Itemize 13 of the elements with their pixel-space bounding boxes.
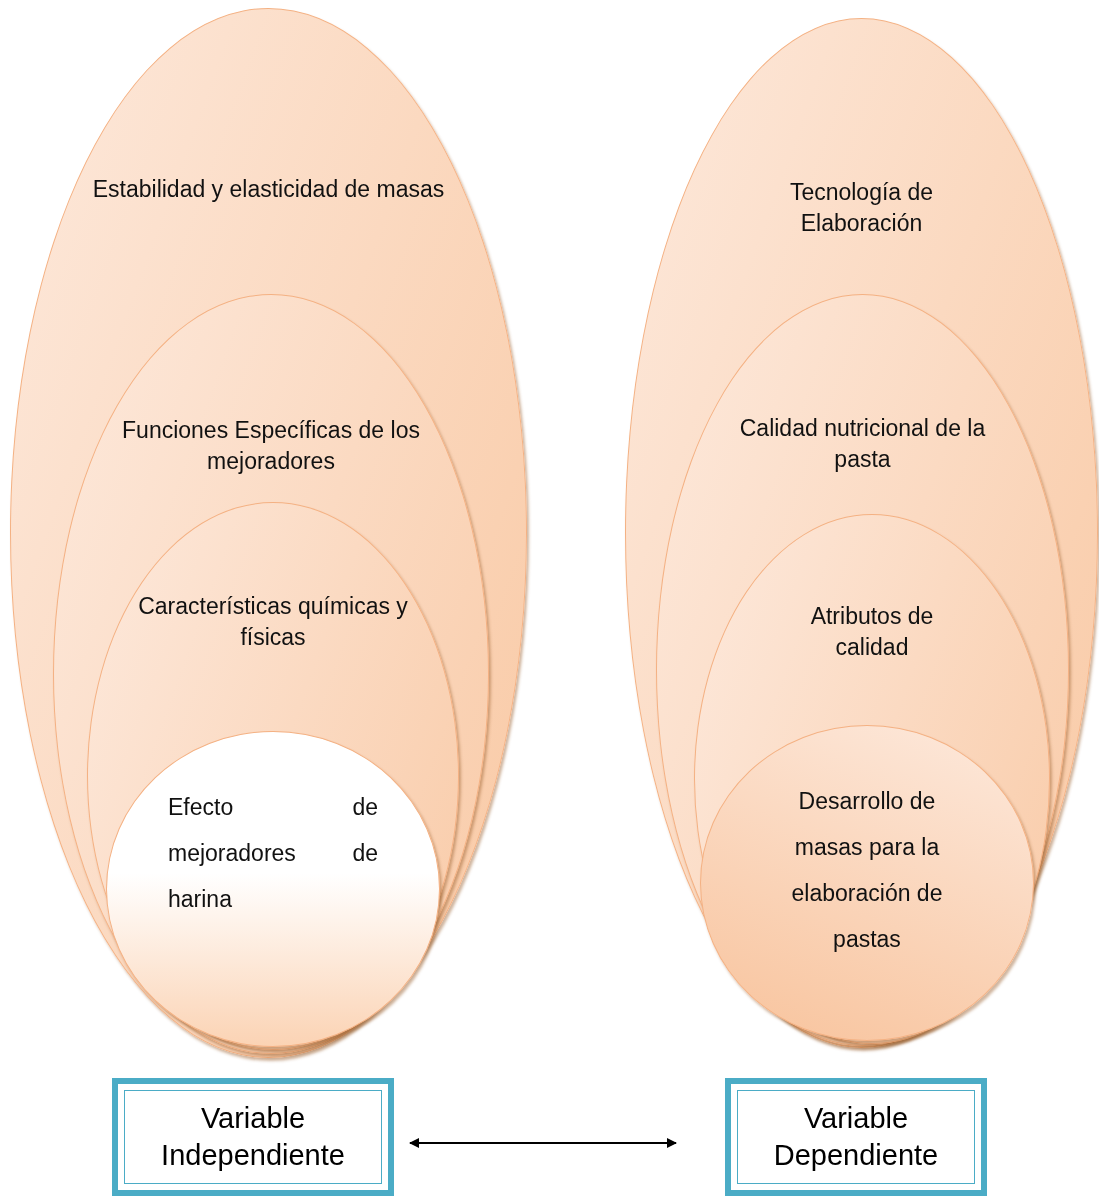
ellipse-label: Atributos de calidad: [809, 602, 935, 662]
box-label: Variable Dependiente: [772, 1101, 940, 1173]
ellipse-label: Desarrollo de masas para la elaboración de pastas: [790, 787, 944, 954]
ellipse-label: Efecto de mejoradores de harina: [168, 793, 378, 914]
variable-box: [725, 1078, 987, 1196]
ellipse-label: Características químicas y físicas: [137, 592, 409, 652]
ellipse-label: Calidad nutricional de la pasta: [738, 414, 987, 474]
double-arrow: [409, 1138, 677, 1148]
ellipse-label: Tecnología de Elaboración: [788, 178, 935, 238]
ellipse-label: Estabilidad y elasticidad de masas: [91, 175, 446, 204]
variable-box: [112, 1078, 394, 1196]
box-label: Variable Independiente: [160, 1101, 346, 1173]
ellipse-label: Funciones Específicas de los mejoradores: [121, 416, 421, 476]
